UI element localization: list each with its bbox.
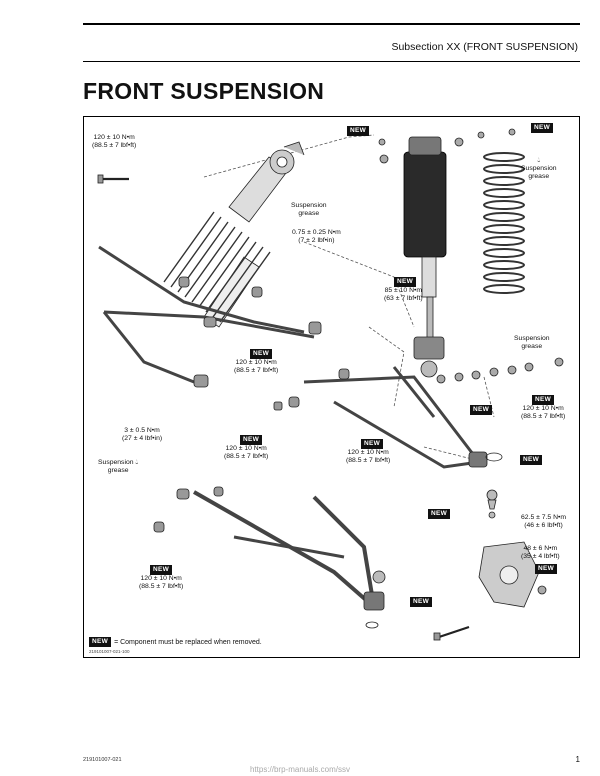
header-divider <box>83 61 580 62</box>
new-badge: NEW <box>532 395 555 405</box>
grease-label-left: Suspension 💧︎ grease <box>98 459 139 474</box>
new-badge: NEW <box>535 564 558 574</box>
new-badge: NEW <box>470 405 493 415</box>
ball-joint-upper <box>485 452 503 519</box>
exploded-view-figure: 120 ± 10 N•m(88.5 ± 7 lbf•ft) NEW NEW 💧︎… <box>83 116 580 658</box>
top-hardware <box>378 128 516 164</box>
subsection-title: Subsection XX (FRONT SUSPENSION) <box>391 41 578 53</box>
new-badge: NEW <box>361 439 384 449</box>
torque-label-mid-left: 120 ± 10 N•m(88.5 ± 7 lbf•ft) <box>224 445 269 460</box>
oil-drop-icon: 💧︎ <box>135 459 139 466</box>
torque-label-lower-arm: 120 ± 10 N•m(88.5 ± 7 lbf•ft) <box>139 575 184 590</box>
middle-upper-a-arm <box>273 366 488 469</box>
new-badge: NEW <box>410 597 433 607</box>
suspension-illustration <box>97 128 564 641</box>
torque-label-mid-center: 120 ± 10 N•m(88.5 ± 7 lbf•ft) <box>346 449 391 464</box>
coil-spring <box>483 152 525 294</box>
torque-label-upper-arm: 120 ± 10 N•m(88.5 ± 7 lbf•ft) <box>234 359 279 374</box>
torque-label-3: 3 ± 0.5 N•m(27 ± 4 lbf•in) <box>122 427 163 442</box>
right-hardware-row <box>436 357 564 384</box>
torque-label-top-bolt: 120 ± 10 N•m(88.5 ± 7 lbf•ft) <box>92 134 137 149</box>
source-url[interactable]: https://brp-manuals.com/ssv <box>249 765 351 774</box>
torque-label-62: 62.5 ± 7.5 N•m(46 ± 6 lbf•ft) <box>521 514 567 529</box>
new-badge: NEW <box>428 509 451 519</box>
left-shock-absorber <box>163 141 305 328</box>
torque-label-48: 48 ± 6 N•m(35 ± 4 lbf•ft) <box>521 545 560 560</box>
page-title: FRONT SUSPENSION <box>83 78 325 104</box>
page-number: 1 <box>575 755 580 764</box>
new-badge: NEW <box>531 123 554 133</box>
new-badge: NEW <box>347 126 370 136</box>
steering-knuckle <box>478 541 547 608</box>
top-bolt <box>97 174 129 184</box>
torque-label-right: 120 ± 10 N•m(88.5 ± 7 lbf•ft) <box>521 405 566 420</box>
legend-text: = Component must be replaced when remove… <box>114 638 262 646</box>
torque-label-85: 85 ± 10 N•m(63 ± 7 lbf•ft) <box>384 287 423 302</box>
bottom-bolt <box>433 625 470 641</box>
new-badge: NEW <box>89 637 112 647</box>
new-badge: NEW <box>250 349 273 359</box>
right-shock-absorber <box>403 136 447 378</box>
figure-code: 219101007-021-100 <box>89 649 130 654</box>
lower-a-arm <box>153 486 386 629</box>
header-rule <box>83 23 580 25</box>
document-code: 219101007-021 <box>83 757 122 763</box>
torque-label-small: 0.75 ± 0.25 N•m(7 ± 2 lbf•in) <box>292 229 341 244</box>
leader-line <box>368 326 405 408</box>
leader-line <box>483 376 495 418</box>
left-upper-a-arm <box>98 245 322 388</box>
legend: NEW = Component must be replaced when re… <box>89 637 262 647</box>
new-badge: NEW <box>520 455 543 465</box>
new-badge: NEW <box>240 435 263 445</box>
new-badge: NEW <box>394 277 417 287</box>
new-badge: NEW <box>150 565 173 575</box>
oil-drop-icon: 💧︎ <box>537 157 541 164</box>
